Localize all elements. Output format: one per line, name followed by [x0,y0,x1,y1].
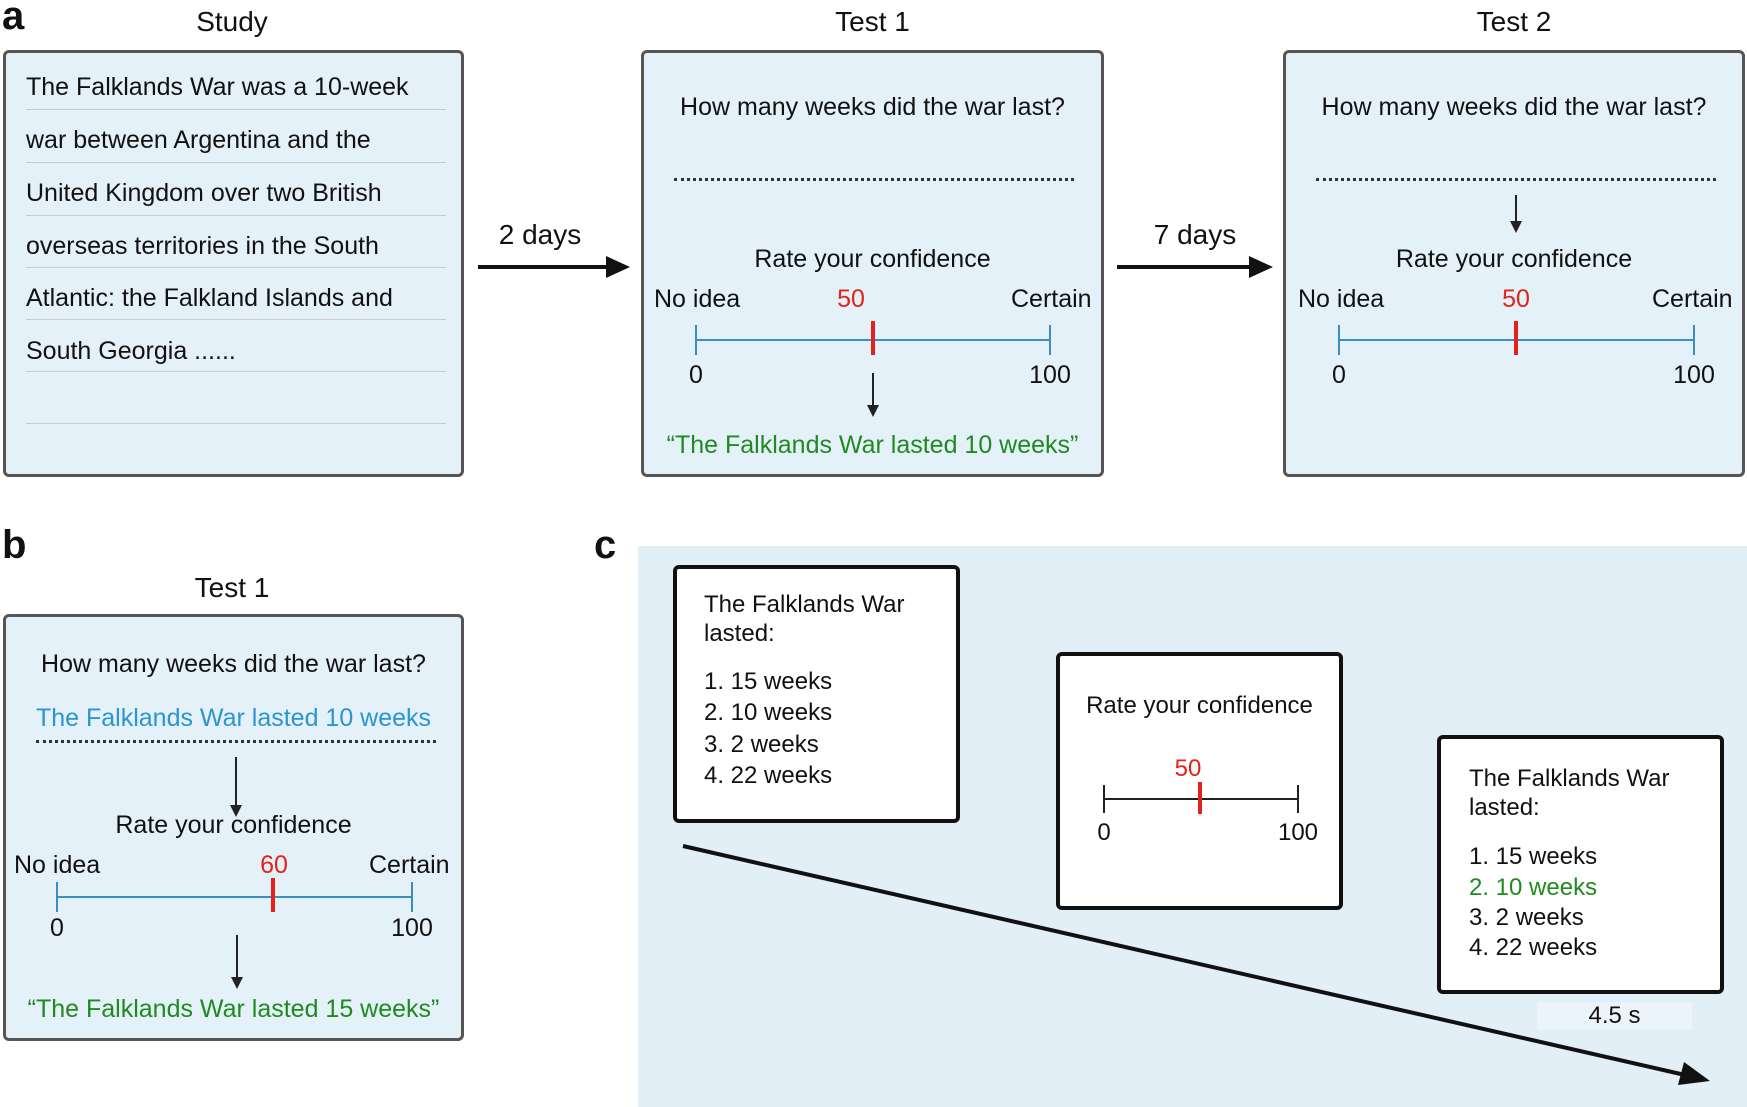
test2-confidence-value: 50 [1502,285,1530,313]
test1-answer-blank [674,178,1074,181]
panel-a-letter: a [2,0,25,38]
screen3-option-2-correct: 2. 10 weeks [1469,874,1598,901]
test2-question: How many weeks did the war last? [1321,93,1707,121]
test1-question: How many weeks did the war last? [680,93,1065,121]
panel-b-scale-max: 100 [391,914,433,942]
study-line-2: war between Argentina and the [26,126,371,154]
test1-confidence-marker [871,321,875,355]
screen3-option-4: 4. 22 weeks [1469,934,1598,961]
test1-card: How many weeks did the war last? Rate yo… [641,50,1104,477]
study-rule-6 [26,371,446,372]
screen2-scale-max-tick [1297,785,1299,813]
panel-b-confidence-value: 60 [260,851,288,879]
panel-b-scale-max-tick [411,882,413,912]
test2-left-label: No idea [1298,285,1385,313]
panel-c-letter: c [594,523,617,567]
test1-confidence-value: 50 [837,285,865,313]
test2-scale-min: 0 [1332,361,1346,389]
panel-b-answer-blank [36,740,436,743]
screen3-option-3: 3. 2 weeks [1469,904,1584,931]
screen1-option-1: 1. 15 weeks [704,668,833,695]
test2-confidence-marker [1514,321,1518,355]
test1-right-label: Certain [1011,285,1092,313]
panel-b-down-arrow-2 [236,935,238,979]
test2-right-label: Certain [1652,285,1733,313]
arrow-2-days-label: 2 days [498,219,582,250]
test2-down-arrow-head [1510,221,1522,233]
study-rule-7 [26,423,446,424]
test2-confidence-prompt: Rate your confidence [1395,245,1633,273]
study-rule-2 [26,162,446,163]
duration-label: 4.5 s [1537,1002,1692,1030]
panel-b-down-arrow-1-head [230,805,242,817]
panel-b-scale [57,896,412,898]
test1-scale-min: 0 [689,361,703,389]
screen2-scale-max: 100 [1277,819,1319,846]
test1-confidence-prompt: Rate your confidence [754,245,991,273]
screen1-heading-line-1: The Falklands War [704,591,905,618]
panel-c-screen-3: The Falklands War lasted: 1. 15 weeks 2.… [1437,735,1724,994]
panel-b-title: Test 1 [194,572,270,603]
panel-b-letter: b [2,523,27,567]
test2-scale-max: 100 [1673,361,1715,389]
arrow-7-days-label: 7 days [1153,219,1237,250]
screen2-confidence-prompt: Rate your confidence [1086,692,1313,719]
panel-c-screen-2: Rate your confidence 50 0 100 [1056,652,1343,910]
panel-b-right-label: Certain [369,851,450,879]
test1-scale-max: 100 [1029,361,1071,389]
screen1-heading-line-2: lasted: [704,620,775,647]
screen1-option-4: 4. 22 weeks [704,762,833,789]
panel-b-confidence-marker [271,878,275,912]
test1-down-arrow [872,373,874,407]
test1-scale-min-tick [695,325,697,355]
test2-scale-min-tick [1338,325,1340,355]
screen1-option-2: 2. 10 weeks [704,699,833,726]
panel-b-confidence-prompt: Rate your confidence [115,811,352,839]
panel-b-answer: The Falklands War lasted 10 weeks [35,704,432,732]
arrow-2-days-head [606,256,630,278]
study-line-1: The Falklands War was a 10-week [26,73,409,101]
test2-down-arrow [1515,195,1517,223]
screen1-option-3: 3. 2 weeks [704,731,819,758]
panel-b-down-arrow-2-head [231,977,243,989]
test1-title: Test 1 [835,6,910,37]
test1-scale-max-tick [1049,325,1051,355]
arrow-7-days-head [1249,256,1273,278]
study-rule-5 [26,319,446,320]
study-rule-4 [26,267,446,268]
arrow-2-days-shaft [478,265,608,269]
screen2-confidence-value: 50 [1174,755,1202,782]
test2-title: Test 2 [1476,6,1552,37]
screen2-scale-min-tick [1103,785,1105,813]
panel-c-screen-1: The Falklands War lasted: 1. 15 weeks 2.… [673,565,960,823]
panel-b-down-arrow-1 [235,757,237,807]
screen3-option-1: 1. 15 weeks [1469,843,1598,870]
test1-left-label: No idea [654,285,741,313]
test1-feedback: “The Falklands War lasted 10 weeks” [666,431,1079,459]
study-line-4: overseas territories in the South [26,232,379,260]
test2-scale-max-tick [1693,325,1695,355]
test2-answer-blank [1316,178,1716,181]
study-rule-1 [26,109,446,110]
panel-b-left-label: No idea [14,851,101,879]
study-line-6: South Georgia ...... [26,337,236,365]
panel-b-scale-min: 0 [50,914,64,942]
study-line-3: United Kingdom over two British [26,179,382,207]
panel-b-card: How many weeks did the war last? The Fal… [3,614,464,1041]
screen3-heading-line-1: The Falklands War [1469,765,1670,792]
panel-b-feedback: “The Falklands War lasted 15 weeks” [27,995,440,1023]
study-card: The Falklands War was a 10-week war betw… [3,50,464,477]
panel-b-question: How many weeks did the war last? [41,650,426,678]
screen2-confidence-marker [1198,782,1202,814]
test2-card: How many weeks did the war last? Rate yo… [1283,50,1745,477]
screen3-heading-line-2: lasted: [1469,794,1540,821]
arrow-7-days-shaft [1117,265,1251,269]
study-title: Study [196,6,268,37]
study-line-5: Atlantic: the Falkland Islands and [26,284,393,312]
panel-b-scale-min-tick [56,882,58,912]
study-rule-3 [26,215,446,216]
test1-down-arrow-head [867,405,879,417]
screen2-scale-min: 0 [1097,819,1111,846]
